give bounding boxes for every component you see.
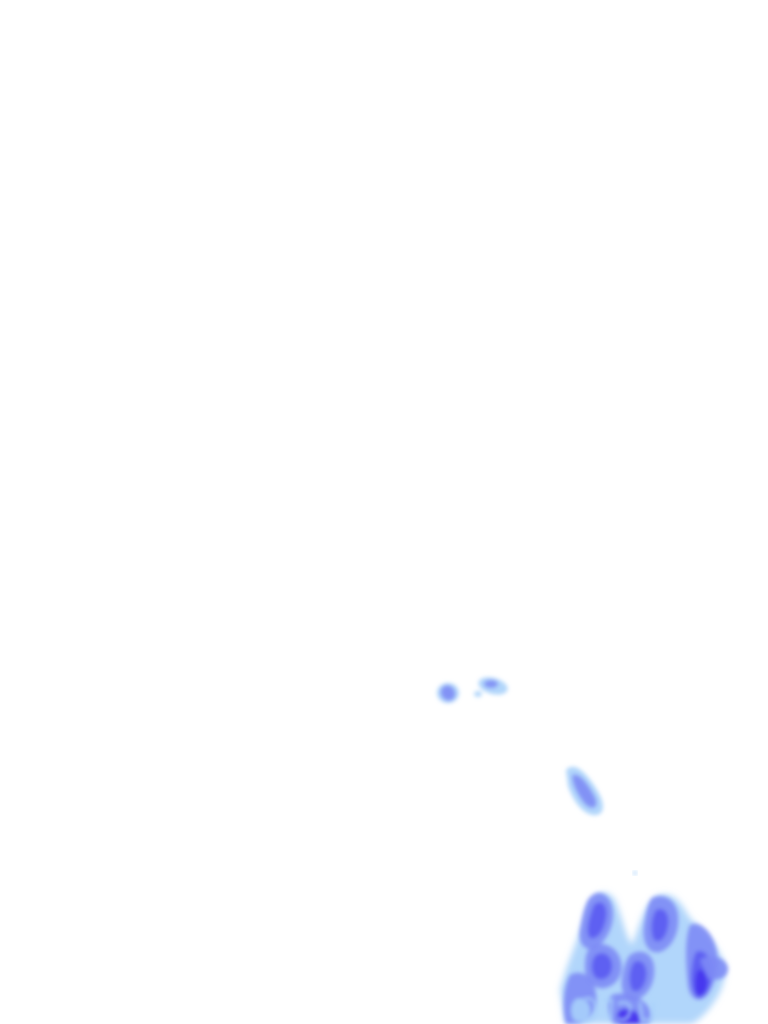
cluster-highlights: [583, 996, 656, 1022]
cell-small-west: [437, 683, 459, 703]
cluster-southeast: [560, 892, 728, 1024]
cell-small-east: [474, 677, 508, 697]
cell-streak-central: [566, 766, 604, 816]
speck: [633, 871, 637, 875]
